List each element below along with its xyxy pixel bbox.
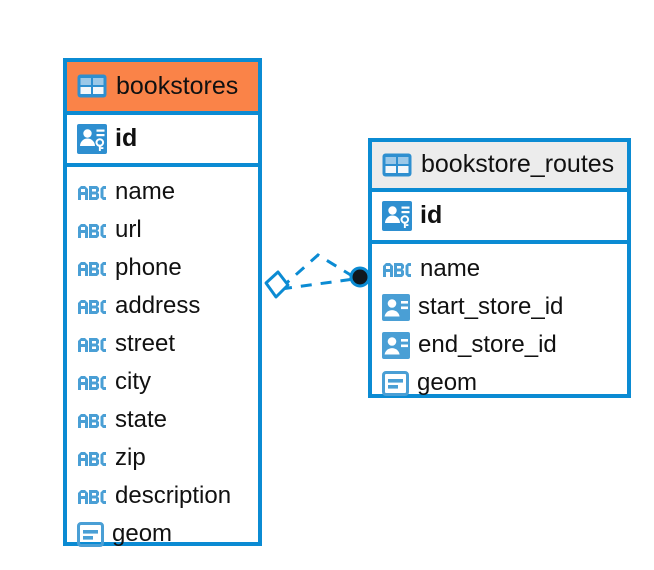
geom-icon xyxy=(382,370,409,396)
entity-title: bookstore_routes xyxy=(421,150,615,179)
abc-icon xyxy=(77,412,107,429)
field-label: city xyxy=(115,368,151,396)
entity-bookstores[interactable]: bookstores id xyxy=(63,58,262,547)
field-label: name xyxy=(420,255,481,283)
primary-key-row-bookstores[interactable]: id xyxy=(67,115,258,167)
primary-key-label: id xyxy=(115,124,138,153)
field-row[interactable]: street xyxy=(77,325,248,363)
entity-bookstore-routes[interactable]: bookstore_routes id xyxy=(368,138,631,398)
primary-key-row-bookstore-routes[interactable]: id xyxy=(372,192,627,244)
field-label: name xyxy=(115,178,176,206)
abc-icon xyxy=(77,374,107,391)
field-label: state xyxy=(115,406,168,434)
field-row[interactable]: address xyxy=(77,287,248,325)
abc-icon xyxy=(77,298,107,315)
abc-icon xyxy=(77,222,107,239)
field-row[interactable]: name xyxy=(77,173,248,211)
entity-header-bookstore-routes[interactable]: bookstore_routes xyxy=(372,142,627,192)
foreign-key-icon xyxy=(382,293,410,321)
primary-key-label: id xyxy=(420,201,443,230)
field-label: phone xyxy=(115,254,182,282)
field-label: zip xyxy=(115,444,146,472)
foreign-key-icon xyxy=(382,331,410,359)
field-label: end_store_id xyxy=(418,331,557,359)
diamond-marker xyxy=(264,270,290,299)
abc-icon xyxy=(77,184,107,201)
field-row[interactable]: city xyxy=(77,363,248,401)
field-label: description xyxy=(115,482,232,510)
field-row[interactable]: geom xyxy=(77,515,248,553)
filled-circle-marker xyxy=(349,266,371,288)
geom-icon xyxy=(77,521,104,547)
entity-title: bookstores xyxy=(116,71,239,100)
abc-icon xyxy=(77,450,107,467)
field-label: address xyxy=(115,292,201,320)
field-row[interactable]: start_store_id xyxy=(382,288,617,326)
field-row[interactable]: url xyxy=(77,211,248,249)
relationship-line-upper xyxy=(280,253,355,290)
field-label: start_store_id xyxy=(418,293,564,321)
field-row[interactable]: state xyxy=(77,401,248,439)
field-row[interactable]: description xyxy=(77,477,248,515)
abc-icon xyxy=(77,488,107,505)
key-icon xyxy=(77,123,107,154)
abc-icon xyxy=(77,260,107,277)
field-list-bookstore-routes: name start_store_id xyxy=(372,244,627,408)
field-label: geom xyxy=(112,520,173,548)
table-icon xyxy=(382,153,412,177)
field-row[interactable]: zip xyxy=(77,439,248,477)
entity-header-bookstores[interactable]: bookstores xyxy=(67,62,258,115)
field-label: url xyxy=(115,216,142,244)
key-icon xyxy=(382,200,412,231)
field-row[interactable]: phone xyxy=(77,249,248,287)
field-list-bookstores: name url xyxy=(67,167,258,559)
field-row[interactable]: geom xyxy=(382,364,617,402)
field-row[interactable]: name xyxy=(382,250,617,288)
field-label: geom xyxy=(417,369,478,397)
field-row[interactable]: end_store_id xyxy=(382,326,617,364)
field-label: street xyxy=(115,330,176,358)
table-icon xyxy=(77,74,107,98)
relationship-line-lower xyxy=(280,277,355,291)
abc-icon xyxy=(77,336,107,353)
abc-icon xyxy=(382,261,412,278)
